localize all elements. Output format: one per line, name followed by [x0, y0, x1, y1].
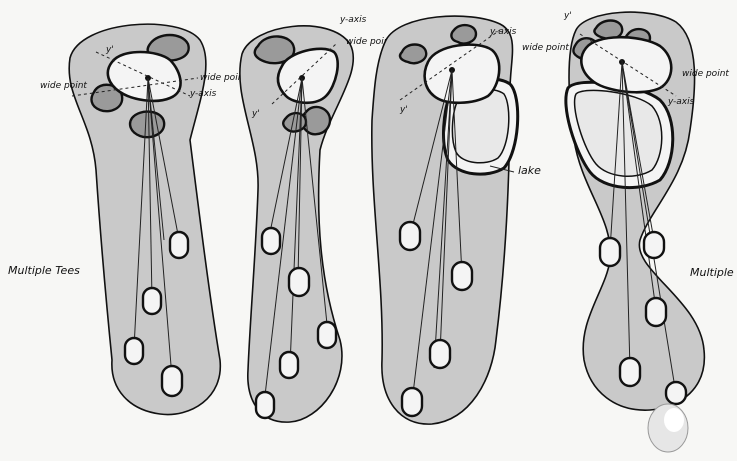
hole-4-y-prime-label: y'	[563, 11, 572, 21]
hole-3-tee-3	[430, 340, 450, 368]
hole-2-tee-5	[256, 392, 274, 418]
hole-1-wide-point-left: wide point	[40, 81, 87, 91]
hole-4-y-axis-label: y-axis	[667, 97, 695, 107]
hole-2: y-axis wide point y'	[240, 15, 394, 422]
hole-3-tee-2	[452, 262, 472, 290]
hole-3-tee-4	[402, 388, 422, 416]
hole-3-tee-1	[400, 222, 420, 250]
hole-4-wide-point: wide point	[682, 69, 729, 79]
hole-2-tee-4	[280, 352, 298, 378]
hole-2-tee-1	[262, 228, 280, 254]
hole-3-green	[425, 45, 500, 103]
hole-1-tee-2	[143, 288, 161, 314]
hole-4-tee-2	[644, 232, 664, 258]
hole-1-tee-4	[162, 366, 182, 396]
hole-4-tee-4	[620, 358, 640, 386]
hole-3: y-axis wide point y' lake	[372, 16, 570, 424]
hole-3-bunker-left	[400, 45, 426, 64]
golf-ball-icon	[648, 404, 688, 452]
hole-2-tee-2	[289, 268, 309, 296]
multiple-tees-left-label: Multiple Tees	[8, 264, 80, 277]
hole-3-wide-point: wide point	[522, 43, 569, 53]
hole-4: y' wide point y-axis	[563, 11, 729, 410]
multiple-tees-right-label: Multiple Tees	[690, 266, 737, 279]
hole-4-tee-1	[600, 238, 620, 266]
hole-1-y-prime-label: y'	[105, 45, 114, 55]
hole-1-tee-1	[170, 232, 188, 258]
hole-3-y-axis-label: y-axis	[489, 27, 517, 37]
hole-3-bunker-top	[451, 25, 476, 44]
hole-1-y-axis-label: y-axis	[189, 89, 217, 99]
hole-1: y' wide point wide point y-axis	[40, 24, 247, 414]
hole-1-tee-3	[125, 338, 143, 364]
hole-2-y-prime-label: y'	[251, 109, 260, 119]
hole-3-lake-label: lake	[518, 164, 541, 177]
hole-3-y-prime-label: y'	[399, 105, 408, 115]
hole-4-tee-5	[666, 382, 686, 404]
hole-4-tee-3	[646, 298, 666, 326]
hole-2-y-axis-label: y-axis	[339, 15, 367, 25]
hole-2-tee-3	[318, 322, 336, 348]
